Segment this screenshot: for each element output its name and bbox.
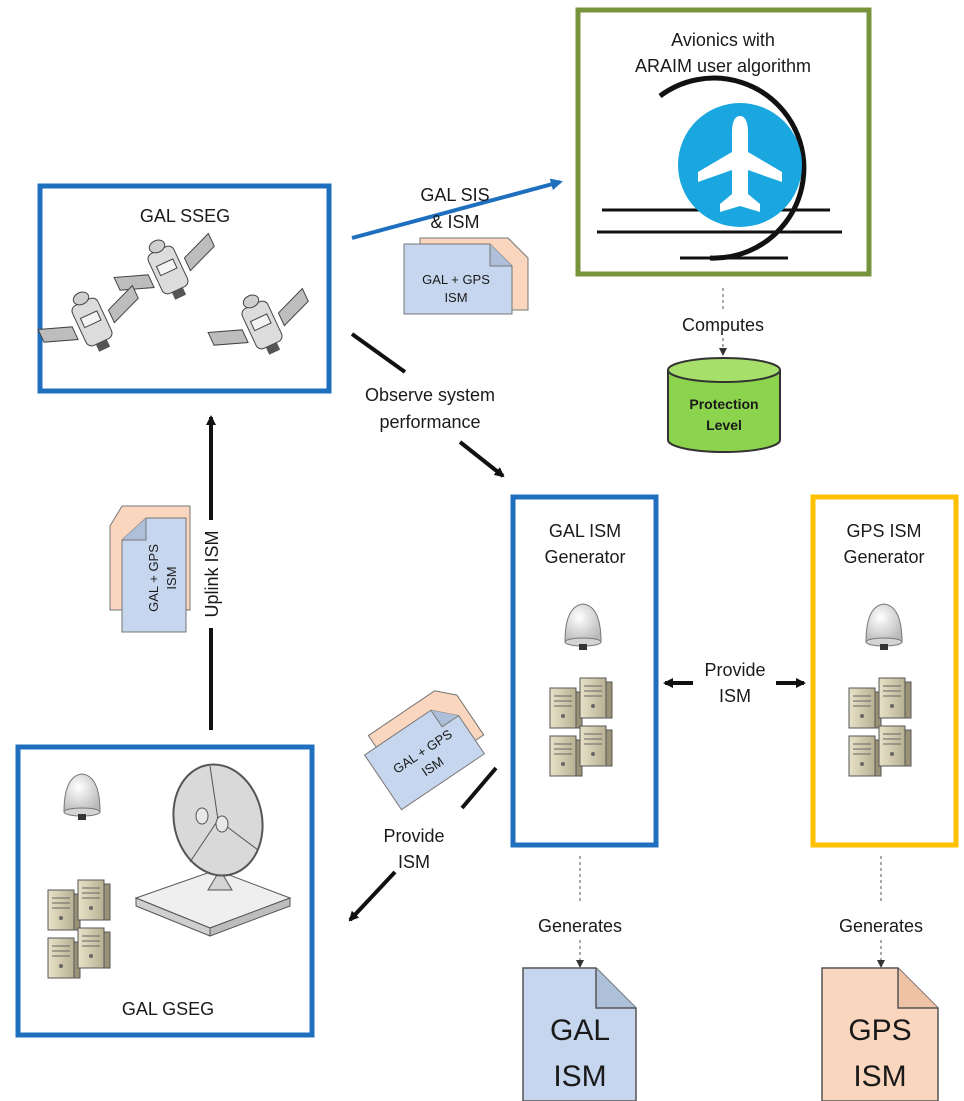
combined-doc-left-line2: ISM [164, 566, 179, 589]
gps-ism-document: GPS ISM [821, 967, 939, 1101]
observe-label-line2: performance [379, 412, 480, 432]
protection-level-line1: Protection [689, 396, 758, 412]
dish-icon [134, 763, 292, 937]
server-icon [48, 880, 110, 978]
gps-ism-generator-title-line2: Generator [843, 547, 924, 567]
gal-ism-document: GAL ISM [522, 967, 637, 1101]
combined-doc-left-line1: GAL + GPS [146, 544, 161, 612]
combined-doc-top-line1: GAL + GPS [422, 272, 490, 287]
avionics-box: Avionics with ARAIM user algorithm [575, 7, 872, 277]
avionics-title-line1: Avionics with [671, 30, 775, 50]
gal-sis-label-line1: GAL SIS [420, 185, 489, 205]
gal-ism-generator-title-line2: Generator [544, 547, 625, 567]
airplane-icon [597, 75, 842, 261]
provide-left-line1: Provide [383, 826, 444, 846]
gal-ism-doc-line2: ISM [553, 1060, 606, 1093]
gal-sseg-title: GAL SSEG [140, 206, 230, 226]
gps-ism-doc-line1: GPS [848, 1014, 911, 1047]
gal-ism-generator-box: GAL ISM Generator [510, 494, 659, 848]
observe-label-line1: Observe system [365, 385, 495, 405]
combined-ism-document-left: GAL + GPS ISM [109, 505, 191, 633]
provide-center-line2: ISM [719, 686, 751, 706]
server-icon [849, 678, 911, 776]
gal-sis-arrow [351, 178, 563, 240]
gal-ism-generator-title-line1: GAL ISM [549, 521, 621, 541]
gal-gseg-title: GAL GSEG [122, 999, 214, 1019]
gps-ism-doc-line2: ISM [853, 1060, 906, 1093]
protection-level-cylinder: Protection Level [667, 357, 781, 453]
avionics-title-line2: ARAIM user algorithm [635, 56, 811, 76]
provide-center-line1: Provide [704, 660, 765, 680]
gps-ism-generator-box: GPS ISM Generator [810, 494, 959, 848]
gal-ism-doc-line1: GAL [550, 1014, 610, 1047]
generates-gal-label: Generates [538, 916, 622, 936]
combined-doc-top-line2: ISM [444, 290, 467, 305]
uplink-label: Uplink ISM [202, 530, 222, 617]
protection-level-line2: Level [706, 417, 742, 433]
combined-ism-document-top: GAL + GPS ISM [403, 237, 529, 315]
gal-gseg-box: GAL GSEG [15, 744, 315, 1038]
gal-sseg-box: GAL SSEG [30, 183, 332, 394]
gal-sis-label-line2: & ISM [430, 212, 479, 232]
computes-label: Computes [682, 315, 764, 335]
server-icon [550, 678, 612, 776]
combined-ism-document-bottom: GAL + GPS ISM [363, 690, 486, 811]
provide-left-line2: ISM [398, 852, 430, 872]
generates-gps-label: Generates [839, 916, 923, 936]
gps-ism-generator-title-line1: GPS ISM [846, 521, 921, 541]
